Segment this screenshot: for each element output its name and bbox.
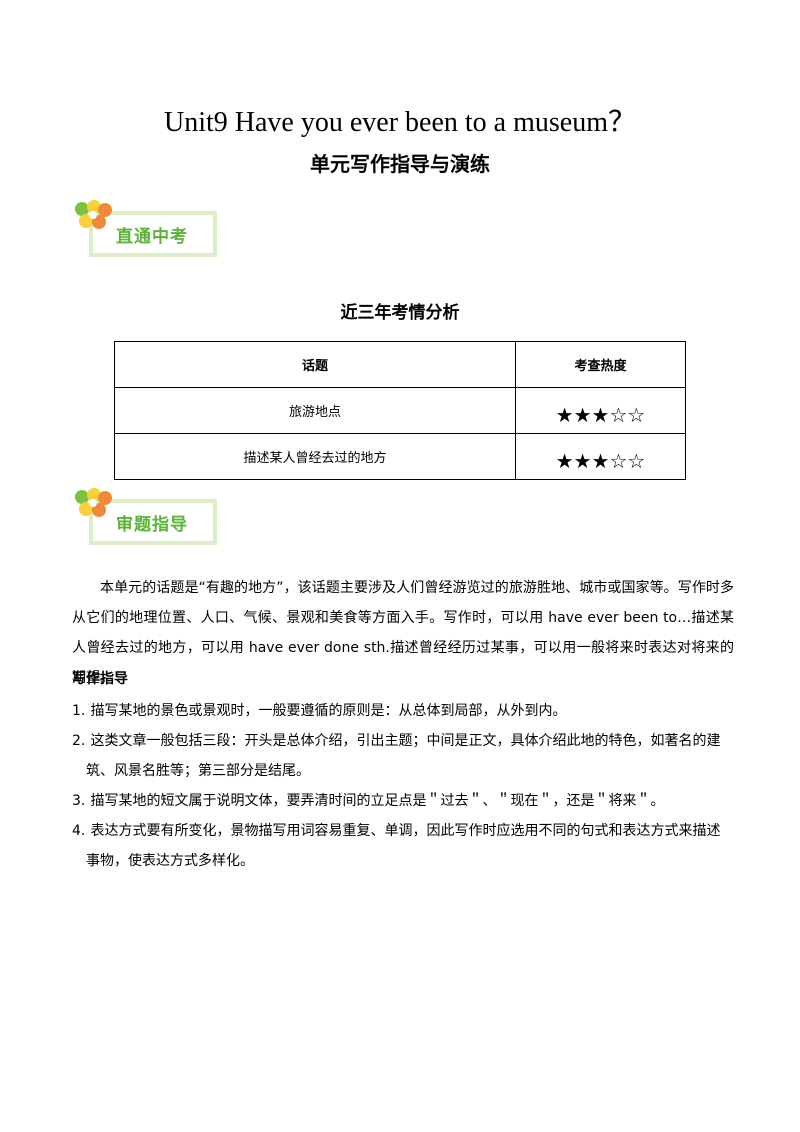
star-rating: ★★★☆☆ xyxy=(555,448,646,473)
badge-shenti: 审题指导 xyxy=(72,488,232,552)
badge-frame xyxy=(89,211,217,257)
badge-frame xyxy=(89,499,217,545)
star-rating: ★★★☆☆ xyxy=(555,402,646,427)
table-row: 旅游地点 ★★★☆☆ xyxy=(114,387,686,434)
col-heat-header: 考查热度 xyxy=(515,341,686,388)
list-item: 2. 这类文章一般包括三段：开头是总体介绍，引出主题；中间是正文，具体介绍此地的… xyxy=(72,726,734,786)
document-title: Unit9 Have you ever been to a museum？ xyxy=(164,107,636,138)
flower-icon xyxy=(75,200,112,229)
item-number: 3. xyxy=(72,793,86,809)
heat-cell: ★★★☆☆ xyxy=(515,433,686,480)
topic-cell: 描述某人曾经去过的地方 xyxy=(114,433,516,480)
heat-cell: ★★★☆☆ xyxy=(515,387,686,434)
guide-heading: 写作指导 xyxy=(72,671,128,687)
item-text: 表达方式要有所变化，景物描写用词容易重复、单调，因此写作时应选用不同的句式和表达… xyxy=(86,823,721,869)
list-item: 1. 描写某地的景色或景观时，一般要遵循的原则是：从总体到局部，从外到内。 xyxy=(72,696,734,726)
badge-label: 审题指导 xyxy=(116,515,188,535)
list-item: 3. 描写某地的短文属于说明文体，要弄清时间的立足点是＂过去＂、＂现在＂，还是＂… xyxy=(72,786,734,816)
flower-icon xyxy=(75,488,112,517)
analysis-table: 话题 考查热度 旅游地点 ★★★☆☆ 描述某人曾经去过的地方 ★★★☆☆ xyxy=(114,341,686,480)
table-header-row: 话题 考查热度 xyxy=(114,341,686,388)
list-item: 4. 表达方式要有所变化，景物描写用词容易重复、单调，因此写作时应选用不同的句式… xyxy=(72,816,734,876)
guide-list: 1. 描写某地的景色或景观时，一般要遵循的原则是：从总体到局部，从外到内。 2.… xyxy=(72,696,734,876)
item-number: 2. xyxy=(72,733,86,749)
document-subtitle: 单元写作指导与演练 xyxy=(310,152,490,176)
item-number: 1. xyxy=(72,703,86,719)
badge-zhitong: 直通中考 xyxy=(72,200,232,264)
col-topic-header: 话题 xyxy=(114,341,516,388)
table-row: 描述某人曾经去过的地方 ★★★☆☆ xyxy=(114,433,686,480)
topic-cell: 旅游地点 xyxy=(114,387,516,434)
badge-label: 直通中考 xyxy=(116,227,188,247)
analysis-heading: 近三年考情分析 xyxy=(340,303,460,323)
item-text: 描写某地的短文属于说明文体，要弄清时间的立足点是＂过去＂、＂现在＂，还是＂将来＂… xyxy=(90,793,665,809)
item-number: 4. xyxy=(72,823,86,839)
item-text: 描写某地的景色或景观时，一般要遵循的原则是：从总体到局部，从外到内。 xyxy=(90,703,567,719)
item-text: 这类文章一般包括三段：开头是总体介绍，引出主题；中间是正文，具体介绍此地的特色，… xyxy=(86,733,721,779)
intro-paragraph: 本单元的话题是“有趣的地方”，该话题主要涉及人们曾经游览过的旅游胜地、城市或国家… xyxy=(72,580,734,686)
